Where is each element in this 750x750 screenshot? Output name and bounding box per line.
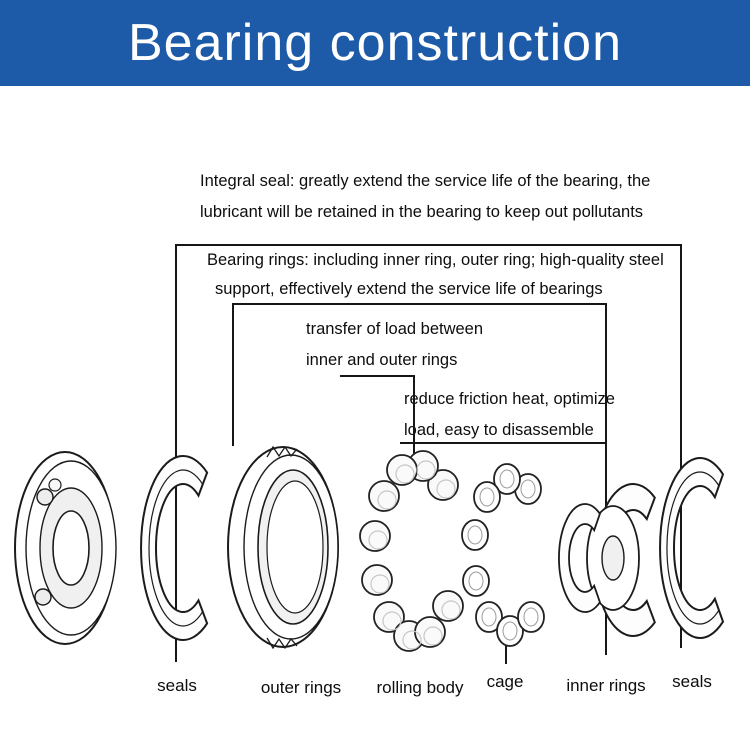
seal-left-c-drawing xyxy=(138,450,228,646)
annotation-integral-seal-line1: Integral seal: greatly extend the servic… xyxy=(200,172,651,190)
bracket-inner-ring-vertical xyxy=(605,303,607,655)
page-title: Bearing construction xyxy=(127,14,623,72)
annotation-bearing-rings-line1: Bearing rings: including inner ring, out… xyxy=(207,251,664,269)
bracket-rolling-body-vertical xyxy=(413,375,415,457)
seal-ring-icon xyxy=(140,455,209,641)
outer-ring-drawing xyxy=(225,440,345,655)
annotation-rolling-body-line2: inner and outer rings xyxy=(306,351,458,369)
outer-ring-icon xyxy=(227,445,339,650)
annotation-cage: reduce friction heat, optimize load, eas… xyxy=(404,384,615,446)
bracket-cage-horizontal xyxy=(400,442,607,444)
annotation-cage-line2: load, easy to disassemble xyxy=(404,421,594,439)
bracket-rolling-body-horizontal xyxy=(340,375,415,377)
cage-icon xyxy=(461,463,545,647)
bracket-seal-left-vertical xyxy=(175,244,177,662)
bracket-integral-seal-horizontal xyxy=(175,244,682,246)
seal-left-drawing xyxy=(12,445,127,655)
label-inner-rings: inner rings xyxy=(566,676,646,695)
annotation-bearing-rings-line2: support, effectively extend the service … xyxy=(215,280,603,298)
label-seals-right: seals xyxy=(672,672,712,691)
bracket-bearing-rings-horizontal xyxy=(232,303,607,305)
annotation-integral-seal: Integral seal: greatly extend the servic… xyxy=(200,166,650,228)
annotation-cage-line1: reduce friction heat, optimize xyxy=(404,390,615,408)
label-rolling-body: rolling body xyxy=(376,678,464,697)
cage-drawing xyxy=(458,458,558,648)
annotation-rolling-body-line1: transfer of load between xyxy=(306,320,484,338)
label-cage: cage xyxy=(486,672,524,691)
rolling-body-icon xyxy=(359,450,464,652)
label-seals-left: seals xyxy=(157,676,197,695)
sealed-bearing-icon xyxy=(14,451,117,645)
annotation-bearing-rings: Bearing rings: including inner ring, out… xyxy=(207,246,664,304)
seal-ring-icon xyxy=(659,457,725,639)
label-outer-rings: outer rings xyxy=(260,678,342,697)
annotation-integral-seal-line2: lubricant will be retained in the bearin… xyxy=(200,203,644,221)
bracket-seal-right-vertical xyxy=(680,244,682,648)
inner-rings-drawing xyxy=(555,478,670,643)
rolling-body-drawing xyxy=(358,448,468,658)
inner-rings-icon xyxy=(558,483,656,637)
header-banner: Bearing construction xyxy=(0,0,750,86)
bracket-outer-ring-vertical xyxy=(232,303,234,446)
seal-right-drawing xyxy=(658,452,743,646)
annotation-rolling-body: transfer of load between inner and outer… xyxy=(306,314,483,376)
